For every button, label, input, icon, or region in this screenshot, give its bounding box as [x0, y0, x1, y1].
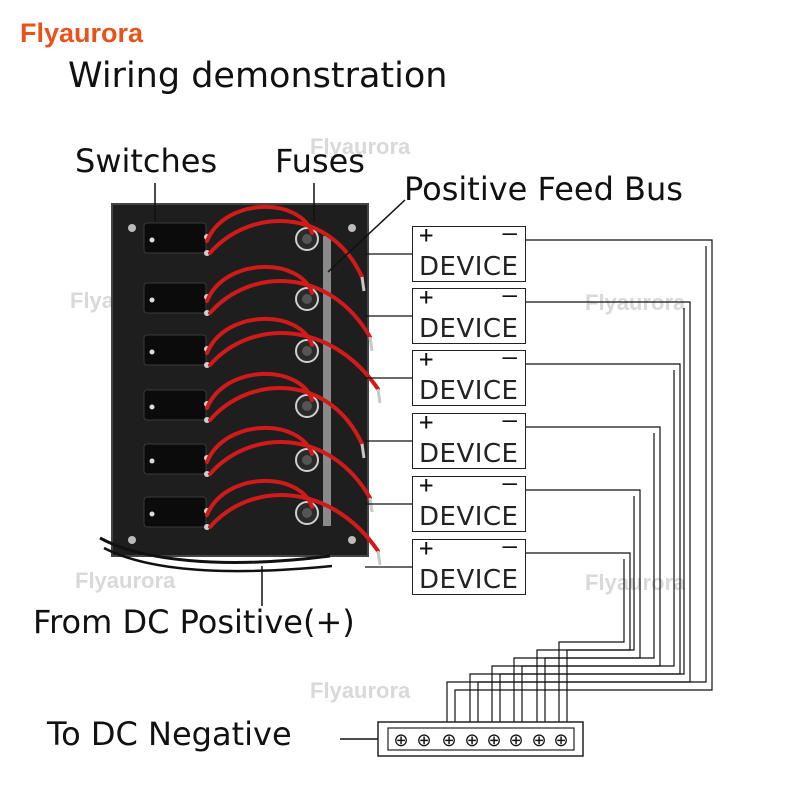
device-box: + – DEVICE	[412, 219, 526, 282]
dc-positive-wire	[99, 536, 331, 564]
wire-terminal-end	[368, 336, 374, 352]
bus-terminal-screw: ⊕	[531, 730, 546, 751]
negative-terminal-symbol: –	[502, 469, 517, 497]
negative-terminal-symbol: –	[502, 532, 517, 560]
positive-terminal-symbol: +	[419, 471, 434, 499]
positive-terminal-symbol: +	[419, 534, 434, 562]
mounting-hole	[128, 224, 136, 232]
device-label: DEVICE	[419, 565, 519, 595]
switch-indicator	[149, 297, 155, 303]
positive-terminal-symbol: +	[419, 345, 434, 373]
positive-terminal-symbol: +	[419, 283, 434, 311]
negative-terminal-symbol: –	[502, 343, 517, 371]
panel-wires	[205, 204, 382, 566]
negative-lead	[536, 496, 635, 722]
device-box: + – DEVICE	[412, 532, 526, 595]
brand-logo: Flyaurora	[20, 18, 144, 48]
output-wire	[208, 440, 372, 500]
negative-lead	[477, 301, 691, 722]
negative-terminal-symbol: –	[502, 281, 517, 309]
negative-lead	[526, 489, 641, 722]
watermark: Flyaurora	[310, 134, 411, 159]
device-label: DEVICE	[419, 314, 519, 344]
wire-terminal-end	[360, 276, 366, 292]
positive-terminal-symbol: +	[419, 221, 434, 249]
panel-details	[128, 222, 356, 544]
wire-terminal-end	[376, 550, 382, 566]
device-box: + – DEVICE	[412, 469, 526, 532]
mounting-hole	[128, 536, 136, 544]
negative-terminal-symbol: –	[502, 219, 517, 247]
switch-to-fuse-wire	[205, 371, 314, 410]
bus-terminal-screw: ⊕	[393, 730, 408, 751]
positive-terminal-symbol: +	[419, 408, 434, 436]
switch-terminal	[204, 362, 210, 368]
switch-to-fuse-wire	[205, 425, 314, 464]
switch-terminal	[204, 417, 210, 423]
bus-terminal-screw: ⊕	[416, 730, 431, 751]
fuse-cap	[302, 401, 312, 411]
device-label: DEVICE	[419, 502, 519, 532]
fuse-cap	[302, 294, 312, 304]
switch-indicator	[149, 458, 155, 464]
device-label: DEVICE	[419, 252, 519, 282]
bus-terminal-screw: ⊕	[486, 730, 501, 751]
mounting-hole	[348, 536, 356, 544]
fuses-label: Fuses	[275, 142, 365, 180]
switch-indicator	[149, 404, 155, 410]
switches-label: Switches	[75, 142, 218, 180]
positive-feed-bus-label: Positive Feed Bus	[404, 170, 683, 208]
page-title: Wiring demonstration	[68, 56, 448, 96]
watermark: Flyaurora	[75, 568, 176, 593]
output-wire	[208, 493, 380, 553]
switch-indicator	[149, 349, 155, 355]
device-box: + – DEVICE	[412, 343, 526, 406]
fuse-cap	[302, 346, 312, 356]
device-box: + – DEVICE	[412, 406, 526, 469]
negative-lead	[499, 363, 681, 722]
to-dc-negative-label: To DC Negative	[47, 715, 292, 753]
negative-lead	[521, 426, 661, 722]
negative-terminal-symbol: –	[502, 406, 517, 434]
switch-terminal	[204, 524, 210, 530]
bus-terminals: ⊕ ⊕ ⊕ ⊕ ⊕ ⊕ ⊕ ⊕	[393, 730, 568, 751]
switch-terminal	[204, 471, 210, 477]
device-label: DEVICE	[419, 376, 519, 406]
positive-feed-bus-strip	[323, 236, 331, 526]
negative-lead	[526, 552, 631, 722]
fuse-cap	[302, 234, 312, 244]
wire-terminal-end	[360, 443, 366, 459]
negative-lead	[513, 433, 655, 722]
output-wire	[208, 386, 364, 446]
bus-terminal-screw: ⊕	[441, 730, 456, 751]
bus-terminal-screw: ⊕	[508, 730, 523, 751]
output-wire	[208, 331, 380, 391]
output-wire	[208, 219, 364, 279]
device-label: DEVICE	[419, 439, 519, 469]
output-wire	[208, 279, 372, 339]
negative-lead	[454, 239, 713, 722]
dc-positive-wire	[103, 546, 333, 573]
negative-lead	[558, 559, 625, 722]
switch-terminal	[204, 310, 210, 316]
fuse-cap	[302, 508, 312, 518]
bus-leader-line	[327, 199, 406, 273]
wire-terminal-end	[368, 497, 374, 513]
switch-to-fuse-wire	[205, 204, 314, 243]
bus-terminal-screw: ⊕	[464, 730, 479, 751]
fuse-cap	[302, 455, 312, 465]
device-box: + – DEVICE	[412, 281, 526, 344]
from-dc-positive-label: From DC Positive(+)	[33, 603, 355, 641]
mounting-hole	[348, 224, 356, 232]
watermark: Flyaurora	[585, 570, 686, 595]
switch-to-fuse-wire	[205, 264, 314, 303]
switch-indicator	[149, 237, 155, 243]
bus-terminal-screw: ⊕	[553, 730, 568, 751]
device-wiring	[365, 239, 713, 722]
watermark: Flyaurora	[310, 678, 411, 703]
wire-terminal-end	[376, 388, 382, 404]
switch-indicator	[149, 511, 155, 517]
switch-terminal	[204, 250, 210, 256]
